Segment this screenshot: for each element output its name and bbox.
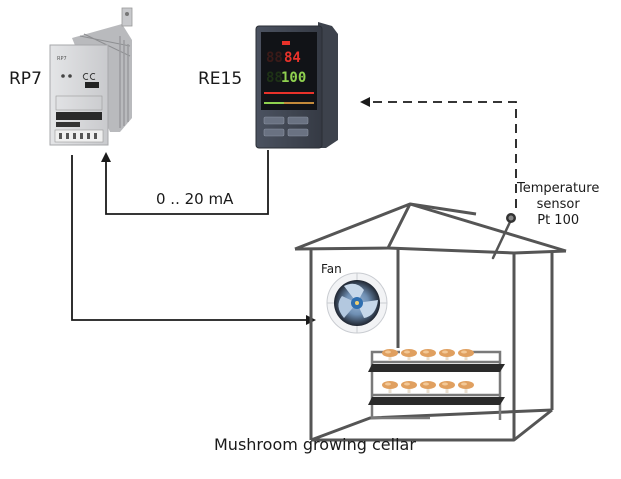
rp7-led-1: [61, 74, 65, 78]
sensor-feedback-line: [360, 97, 517, 208]
power-to-fan-line: [71, 155, 316, 325]
cellar-house-drawing: [294, 202, 567, 442]
re15-device-image: 88 84 88 100: [255, 22, 338, 149]
mushroom-icon: [439, 381, 455, 393]
re15-bargraph-bottom-green: [264, 102, 284, 104]
fan-label: Fan: [321, 262, 342, 276]
re15-button-up[interactable]: [263, 116, 285, 125]
mushroom-icon: [382, 381, 398, 393]
svg-text:88: 88: [266, 70, 283, 86]
re15-setpoint-value: 100: [281, 70, 306, 86]
svg-text:88: 88: [266, 50, 283, 66]
mushroom-icon: [401, 349, 417, 361]
re15-label: RE15: [198, 69, 243, 89]
mushroom-icon: [458, 349, 474, 361]
fan-icon: [326, 272, 388, 334]
re15-button-back[interactable]: [287, 128, 309, 137]
rp7-dip-switch: [85, 82, 99, 88]
rp7-potentiometer-icon: [82, 73, 96, 80]
rp7-device-image: RP7: [49, 7, 133, 146]
shelf-substrate-bottom: [368, 397, 505, 405]
re15-process-value: 84: [284, 50, 301, 66]
mushroom-shelf-rack: [368, 349, 505, 420]
cellar-label: Mushroom growing cellar: [214, 435, 416, 454]
sensor-label-line3: Pt 100: [537, 213, 580, 228]
re15-button-down[interactable]: [263, 128, 285, 137]
rp7-front-panel: [49, 44, 109, 146]
mushroom-icon: [401, 381, 417, 393]
rp7-rating-label: [56, 112, 102, 120]
rp7-faceplate-label: RP7: [57, 56, 67, 62]
mushroom-icon: [439, 349, 455, 361]
sensor-label-line2: sensor: [536, 197, 580, 212]
mushroom-row-top: [382, 349, 474, 361]
re15-bargraph-top: [264, 92, 314, 94]
mushroom-icon: [382, 349, 398, 361]
re15-button-enter[interactable]: [287, 116, 309, 125]
sensor-label-line1: Temperature: [517, 181, 600, 196]
rp7-label: RP7: [9, 69, 42, 89]
mushroom-icon: [420, 381, 436, 393]
temperature-sensor-label: Temperature sensor Pt 100: [517, 181, 599, 229]
temperature-sensor-probe-icon: [491, 213, 516, 260]
mushroom-row-bottom: [382, 381, 474, 393]
control-signal-label: 0 .. 20 mA: [156, 190, 234, 208]
control-signal-line: [101, 150, 269, 215]
shelf-substrate-top: [368, 364, 505, 372]
rp7-led-2: [68, 74, 72, 78]
mushroom-icon: [458, 381, 474, 393]
mushroom-icon: [420, 349, 436, 361]
